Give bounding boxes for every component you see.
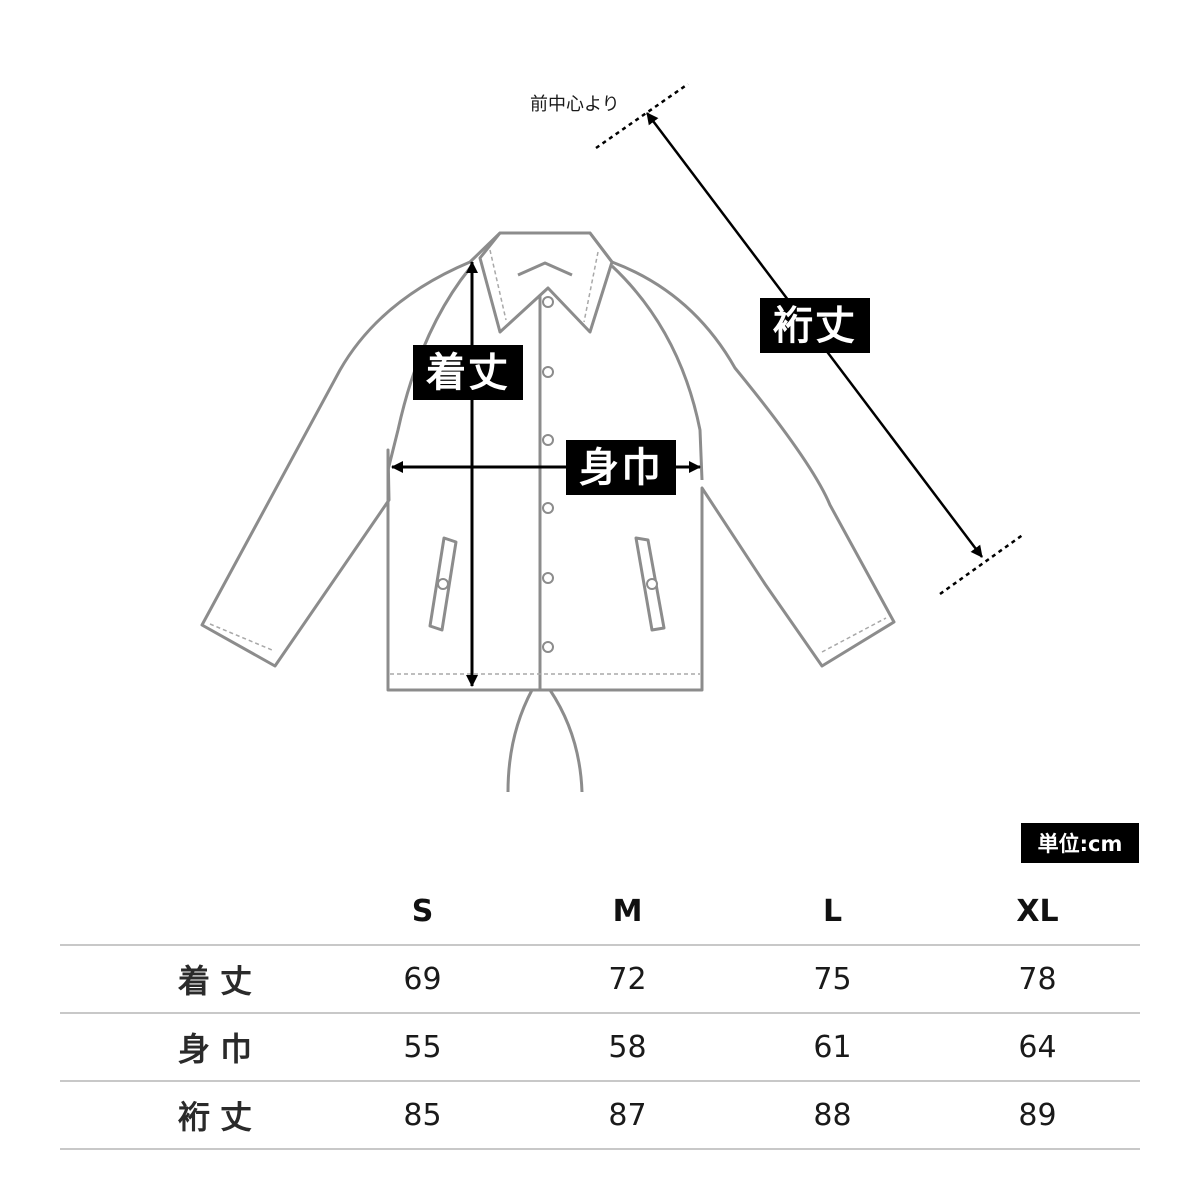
table-cell: 88 — [730, 1081, 935, 1150]
stitch-lines — [209, 249, 887, 675]
table-cell: 75 — [730, 945, 935, 1014]
jacket-diagram — [200, 82, 1025, 793]
table-cell: 64 — [935, 1013, 1140, 1082]
snap-button — [542, 296, 554, 308]
pocket-left — [428, 536, 458, 632]
row-label-sleeve: 裄丈 — [60, 1081, 320, 1150]
snap-button — [542, 366, 554, 378]
pocket-right — [634, 536, 666, 632]
pocket-snap — [646, 578, 658, 590]
size-header-row: S M L XL — [60, 878, 1140, 946]
size-header-m: M — [525, 878, 730, 946]
table-cell: 87 — [525, 1081, 730, 1150]
table-cell: 55 — [320, 1013, 525, 1082]
table-cell: 85 — [320, 1081, 525, 1150]
snap-buttons — [437, 296, 658, 653]
length-label: 着丈 — [413, 345, 523, 400]
pocket-snap — [437, 578, 449, 590]
size-header-xl: XL — [935, 878, 1140, 946]
table-cell: 58 — [525, 1013, 730, 1082]
table-cell: 61 — [730, 1013, 935, 1082]
snap-button — [542, 502, 554, 514]
cuff-guide — [939, 532, 1025, 596]
width-label: 身巾 — [566, 440, 676, 495]
table-row-sleeve: 裄丈 85 87 88 89 — [60, 1081, 1140, 1150]
cuff-stitch-right — [821, 617, 887, 653]
snap-button — [542, 641, 554, 653]
size-table: S M L XL 着丈 69 72 75 78 身巾 55 58 61 64 裄… — [60, 878, 1140, 1150]
size-header-s: S — [320, 878, 525, 946]
front-center-note: 前中心より — [530, 94, 620, 115]
collar-inner-outline — [517, 261, 573, 277]
cuff-stitch-left — [209, 623, 273, 651]
collar-stitch — [489, 249, 599, 323]
drawcord — [506, 689, 584, 793]
table-cell: 89 — [935, 1081, 1140, 1150]
snap-button — [542, 572, 554, 584]
front-center-guide — [595, 82, 689, 150]
snap-button — [542, 434, 554, 446]
table-cell: 69 — [320, 945, 525, 1014]
row-label-length: 着丈 — [60, 945, 320, 1014]
size-header-blank — [60, 878, 320, 946]
table-cell: 72 — [525, 945, 730, 1014]
table-row-width: 身巾 55 58 61 64 — [60, 1013, 1140, 1082]
table-row-length: 着丈 69 72 75 78 — [60, 945, 1140, 1014]
unit-badge: 単位:cm — [1021, 823, 1139, 863]
collar-outline — [478, 231, 614, 334]
row-label-width: 身巾 — [60, 1013, 320, 1082]
sleeve-label: 裄丈 — [760, 298, 870, 353]
size-header-l: L — [730, 878, 935, 946]
table-cell: 78 — [935, 945, 1140, 1014]
